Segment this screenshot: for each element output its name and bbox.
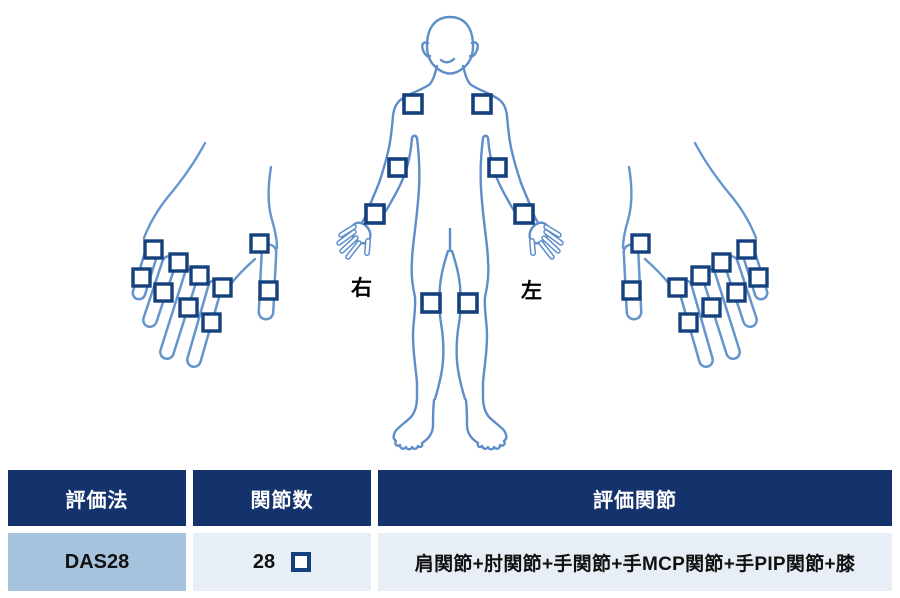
left-side-label: 左 bbox=[521, 280, 542, 303]
header-joints: 評価関節 bbox=[378, 470, 892, 526]
joint-marker-left-shoulder bbox=[471, 93, 493, 115]
joint-marker-left-knee bbox=[457, 292, 479, 314]
joint-marker-left-thumb-mcp bbox=[630, 233, 651, 254]
joint-marker-left-index-pip bbox=[678, 312, 699, 333]
joint-count-checkbox-icon bbox=[291, 552, 312, 572]
body-figure bbox=[336, 15, 561, 449]
joint-marker-right-ring-mcp bbox=[168, 252, 189, 273]
joint-marker-right-elbow bbox=[387, 157, 408, 178]
right-side-label: 右 bbox=[351, 277, 372, 300]
cell-joint-count: 28 bbox=[193, 533, 371, 591]
joint-marker-right-thumb-ip bbox=[258, 280, 279, 301]
joint-marker-right-pinky-mcp bbox=[143, 239, 164, 260]
joint-marker-left-wrist bbox=[513, 203, 535, 225]
figure-illustration bbox=[131, 15, 900, 465]
joint-marker-right-wrist bbox=[364, 203, 386, 225]
joint-count-value: 28 bbox=[252, 550, 276, 573]
head-outline bbox=[425, 15, 475, 75]
mouth-line bbox=[439, 57, 456, 64]
joint-marker-right-middle-pip bbox=[178, 297, 199, 318]
cell-method-das28: DAS28 bbox=[8, 533, 186, 591]
joint-marker-right-pinky-pip bbox=[131, 267, 152, 288]
joint-marker-left-index-mcp bbox=[667, 277, 688, 298]
joint-marker-left-elbow bbox=[487, 157, 508, 178]
joint-marker-right-thumb-mcp bbox=[249, 233, 270, 254]
assessment-table: 評価法 関節数 評価関節 DAS28 28 肩関節+肘関節+手関節+手MCP関節… bbox=[8, 470, 892, 591]
joint-marker-left-middle-mcp bbox=[690, 265, 711, 286]
joint-marker-right-shoulder bbox=[402, 93, 424, 115]
joint-marker-left-thumb-ip bbox=[621, 280, 642, 301]
joint-marker-right-knee bbox=[420, 292, 442, 314]
cell-joints-list: 肩関節+肘関節+手関節+手MCP関節+手PIP関節+膝 bbox=[378, 533, 892, 591]
joint-marker-right-index-mcp bbox=[212, 277, 233, 298]
joint-marker-left-pinky-mcp bbox=[736, 239, 757, 260]
header-method: 評価法 bbox=[8, 470, 186, 526]
joint-marker-right-index-pip bbox=[201, 312, 222, 333]
joint-marker-right-middle-mcp bbox=[189, 265, 210, 286]
joint-marker-right-ring-pip bbox=[153, 282, 174, 303]
header-joint-count: 関節数 bbox=[193, 470, 371, 526]
joint-marker-left-ring-mcp bbox=[711, 252, 732, 273]
joint-marker-left-pinky-pip bbox=[748, 267, 769, 288]
joint-marker-left-middle-pip bbox=[701, 297, 722, 318]
joint-marker-left-ring-pip bbox=[726, 282, 747, 303]
